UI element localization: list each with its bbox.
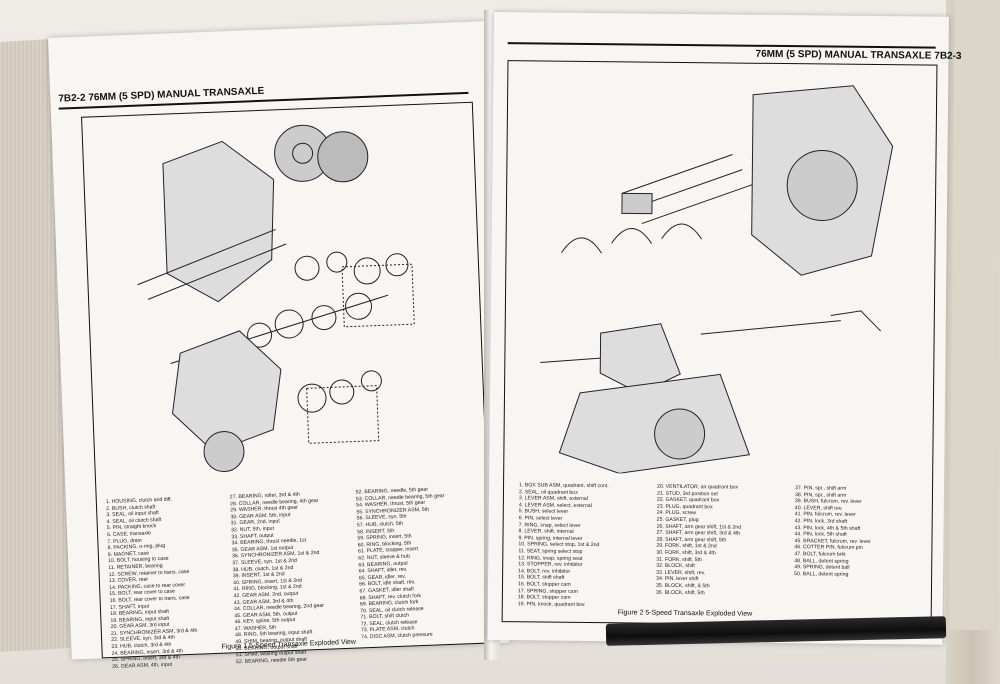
legend-column: 1. BOX SUB ASM, quadrant, shift cont. 2.… — [518, 482, 644, 609]
legend-item: 19. PIN, knock, quadrant box — [517, 600, 585, 608]
legend-column: 1. HOUSING, clutch and diff. 2. BUSH, cl… — [106, 495, 221, 670]
legend-item: 50. BALL, detent spring — [794, 570, 849, 578]
left-page: 7B2-2 76MM (5 SPD) MANUAL TRANSAXLE — [48, 21, 510, 670]
right-parts-legend: 1. BOX SUB ASM, quadrant, shift cont. 2.… — [518, 482, 929, 621]
right-exploded-diagram — [540, 85, 894, 474]
back-cover — [949, 0, 999, 631]
legend-item: 36. BLOCK, shift, 5th — [655, 589, 705, 596]
right-page: 76MM (5 SPD) MANUAL TRANSAXLE 7B2-3 — [487, 12, 962, 645]
legend-column: 37. PIN, spr., shift arm 38. PIN, spr., … — [794, 485, 920, 579]
left-exploded-diagram — [137, 124, 415, 473]
legend-column: 20. VENTILATOR, air quadrant box 21. STU… — [656, 484, 782, 597]
left-parts-legend: 1. HOUSING, clutch and diff. 2. BUSH, cl… — [106, 485, 481, 670]
right-figure-caption: Figure 2 5-Speed Transaxle Exploded View — [617, 609, 753, 618]
right-page-header: 76MM (5 SPD) MANUAL TRANSAXLE 7B2-3 — [755, 48, 962, 62]
right-header-rule — [507, 42, 936, 49]
legend-column: 52. BEARING, needle, 5th gear 53. COLLAR… — [356, 485, 470, 641]
